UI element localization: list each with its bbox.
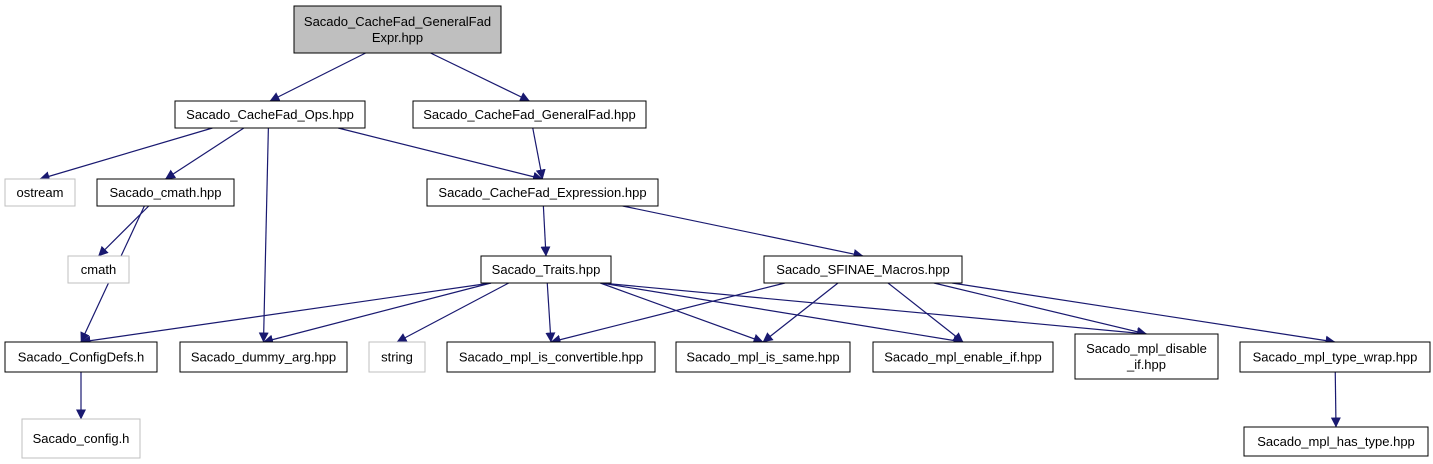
node-string: string (368, 341, 426, 373)
node-box-traits (480, 255, 612, 284)
node-label-traits: Sacado_Traits.hpp (492, 262, 601, 277)
node-box-type_wrap (1239, 341, 1431, 373)
edge-type_wrap-to-has_type (1330, 371, 1341, 428)
node-label-disable_if: Sacado_mpl_disable (1086, 341, 1207, 356)
node-box-enable_if (872, 341, 1054, 373)
node-label-string: string (381, 350, 413, 365)
node-is_same[interactable]: Sacado_mpl_is_same.hpp (675, 341, 851, 373)
node-box-sfinae (763, 255, 963, 284)
node-label-has_type: Sacado_mpl_has_type.hpp (1257, 434, 1415, 449)
edge-traits-to-string (396, 282, 510, 343)
edge-traits-to-disable_if (600, 282, 1147, 339)
node-box-convertible (446, 341, 656, 373)
node-label-cmath_hpp: Sacado_cmath.hpp (109, 185, 221, 200)
edge-root-to-generalfad (430, 52, 530, 102)
edge-ops-to-ostream (39, 127, 213, 182)
node-convertible[interactable]: Sacado_mpl_is_convertible.hpp (446, 341, 656, 373)
node-type_wrap[interactable]: Sacado_mpl_type_wrap.hpp (1239, 341, 1431, 373)
edge-sfinae-to-type_wrap (951, 282, 1336, 346)
node-label-type_wrap: Sacado_mpl_type_wrap.hpp (1253, 350, 1418, 365)
node-has_type[interactable]: Sacado_mpl_has_type.hpp (1243, 426, 1429, 457)
edge-sfinae-to-enable_if (887, 282, 964, 343)
edge-generalfad-to-expression (532, 127, 546, 180)
node-box-configdefs (4, 341, 158, 373)
node-box-ops (174, 100, 366, 129)
node-label-ostream: ostream (17, 185, 64, 200)
node-box-cmath_hpp (96, 178, 235, 207)
edge-traits-to-configdefs (80, 282, 492, 346)
node-cmath: cmath (67, 255, 130, 284)
node-label-enable_if: Sacado_mpl_enable_if.hpp (884, 350, 1042, 365)
node-label-sfinae: Sacado_SFINAE_Macros.hpp (776, 262, 949, 277)
node-label-cmath: cmath (81, 262, 116, 277)
edge-traits-to-is_same (600, 282, 764, 344)
node-box-dummy (179, 341, 348, 373)
node-box-ostream (4, 178, 76, 207)
edge-expression-to-traits (540, 205, 551, 257)
edge-ops-to-expression (337, 127, 543, 182)
node-label-expression: Sacado_CacheFad_Expression.hpp (438, 185, 646, 200)
node-box-expression (426, 178, 659, 207)
edge-traits-to-dummy (263, 282, 492, 345)
node-box-generalfad (412, 100, 647, 129)
edge-ops-to-dummy (258, 127, 269, 343)
node-box-is_same (675, 341, 851, 373)
node-label-is_same: Sacado_mpl_is_same.hpp (686, 350, 839, 365)
node-enable_if[interactable]: Sacado_mpl_enable_if.hpp (872, 341, 1054, 373)
node-label-generalfad: Sacado_CacheFad_GeneralFad.hpp (423, 107, 635, 122)
node-label-disable_if: _if.hpp (1126, 357, 1166, 372)
node-dummy[interactable]: Sacado_dummy_arg.hpp (179, 341, 348, 373)
edge-root-to-ops (269, 52, 366, 102)
node-generalfad[interactable]: Sacado_CacheFad_GeneralFad.hpp (412, 100, 647, 129)
node-sfinae[interactable]: Sacado_SFINAE_Macros.hpp (763, 255, 963, 284)
node-label-convertible: Sacado_mpl_is_convertible.hpp (459, 350, 643, 365)
edge-expression-to-sfinae (622, 205, 864, 259)
node-box-string (368, 341, 426, 373)
node-configdefs[interactable]: Sacado_ConfigDefs.h (4, 341, 158, 373)
node-cmath_hpp[interactable]: Sacado_cmath.hpp (96, 178, 235, 207)
node-box-disable_if (1074, 333, 1219, 380)
node-label-ops: Sacado_CacheFad_Ops.hpp (186, 107, 354, 122)
node-ostream: ostream (4, 178, 76, 207)
node-disable_if[interactable]: Sacado_mpl_disable_if.hpp (1074, 333, 1219, 380)
edge-ops-to-cmath_hpp (165, 127, 245, 180)
node-config: Sacado_config.h (21, 418, 141, 459)
edge-traits-to-enable_if (600, 282, 964, 346)
edge-traits-to-convertible (545, 282, 556, 343)
node-label-config: Sacado_config.h (33, 431, 130, 446)
node-label-root: Sacado_CacheFad_GeneralFad (304, 14, 491, 29)
node-label-dummy: Sacado_dummy_arg.hpp (191, 350, 336, 365)
node-traits[interactable]: Sacado_Traits.hpp (480, 255, 612, 284)
edge-sfinae-to-disable_if (933, 282, 1147, 337)
node-label-root: Expr.hpp (372, 30, 423, 45)
node-box-root (293, 5, 502, 54)
node-label-configdefs: Sacado_ConfigDefs.h (18, 350, 144, 365)
edge-sfinae-to-is_same (762, 282, 839, 343)
edge-sfinae-to-convertible (550, 282, 786, 345)
node-box-cmath (67, 255, 130, 284)
node-expression[interactable]: Sacado_CacheFad_Expression.hpp (426, 178, 659, 207)
node-box-config (21, 418, 141, 459)
node-box-has_type (1243, 426, 1429, 457)
node-ops[interactable]: Sacado_CacheFad_Ops.hpp (174, 100, 366, 129)
